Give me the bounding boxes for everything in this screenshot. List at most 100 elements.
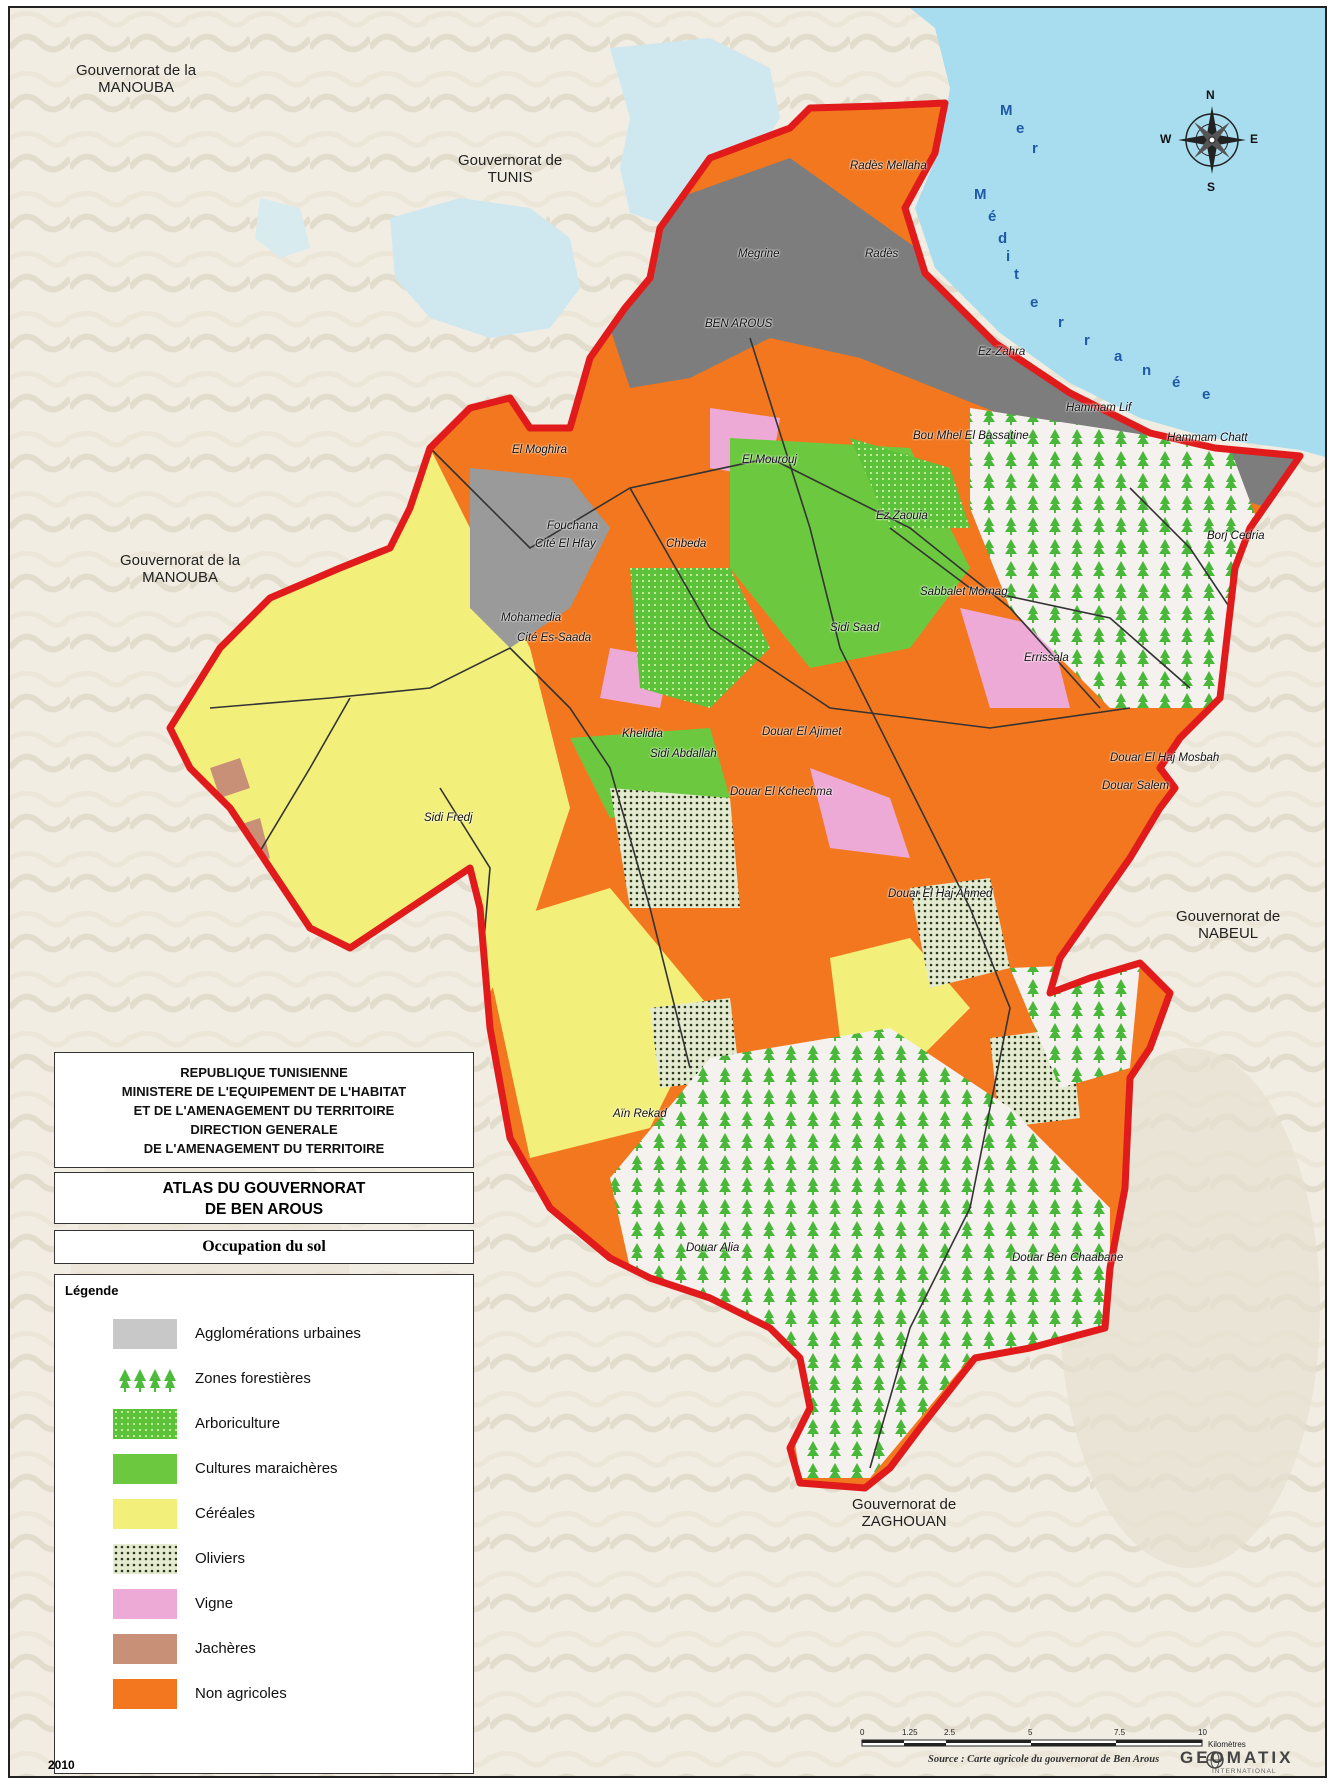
place-label-douar-el-haj-mosbah: Douar El Haj Mosbah	[1110, 752, 1220, 764]
place-label-ez-zaouia: Ez Zaouia	[876, 510, 928, 522]
compass-west-label: W	[1160, 132, 1172, 146]
legend-swatch	[113, 1499, 177, 1529]
legend-label: Vigne	[195, 1595, 234, 1612]
legend-label: Agglomérations urbaines	[195, 1325, 361, 1342]
legend-swatch	[113, 1409, 177, 1439]
place-label-cite-el-hfay: Cité El Hfay	[535, 538, 596, 550]
map-year: 2010	[48, 1758, 75, 1772]
sea-letter: é	[1172, 374, 1183, 391]
place-label-rades: Radès	[865, 248, 899, 260]
sea-letter: é	[988, 208, 999, 225]
legend-swatch	[113, 1634, 177, 1664]
legend-label: Arboriculture	[195, 1415, 281, 1432]
sea-letter: e	[1030, 294, 1041, 311]
place-label-fouchana: Fouchana	[547, 520, 599, 532]
place-label-erissala: Errissala	[1024, 652, 1069, 664]
scale-tick-label: 0	[860, 1728, 865, 1737]
compass-east-label: E	[1250, 132, 1259, 146]
sea-area	[910, 8, 1325, 457]
legend-swatch	[119, 1369, 176, 1392]
ministry-line: DE L'AMENAGEMENT DU TERRITOIRE	[143, 1141, 385, 1156]
place-label-sidi-fredj: Sidi Fredj	[424, 812, 473, 824]
compass-north-label: N	[1206, 88, 1215, 102]
brand-subtitle: INTERNATIONAL	[1212, 1768, 1277, 1775]
map-subject-title: Occupation du sol	[54, 1230, 474, 1264]
place-label-khelidia: Khelidia	[622, 728, 663, 740]
sea-letter: n	[1142, 362, 1154, 379]
sea-letter: r	[1032, 140, 1040, 157]
brand-name: GEOMATIX	[1180, 1748, 1294, 1767]
scale-tick-label: 1.25	[902, 1728, 918, 1737]
place-label-sabbalet-mornag: Sabbalet Mornag	[920, 586, 1008, 598]
ministry-line: REPUBLIQUE TUNISIENNE	[180, 1065, 348, 1080]
place-label-el-moghira: El Moghira	[512, 444, 567, 456]
place-label-douar-ben-chaabane: Douar Ben Chaabane	[1012, 1252, 1124, 1264]
scale-tick-label: 2.5	[944, 1728, 956, 1737]
sea-letter: M	[974, 186, 989, 203]
legend-swatch	[113, 1319, 177, 1349]
place-label-douar-salem: Douar Salem	[1102, 780, 1170, 792]
atlas-title-line: ATLAS DU GOUVERNORAT	[162, 1180, 366, 1197]
legend-label: Jachères	[195, 1640, 256, 1657]
scale-tick-label: 5	[1028, 1728, 1033, 1737]
place-label-megrine: Megrine	[738, 248, 780, 260]
place-label-el-mourouj: El Mourouj	[742, 454, 797, 466]
legend-swatch	[113, 1589, 177, 1619]
place-label-ain-rekad: Aïn Rekad	[613, 1108, 667, 1120]
scale-unit-label: Kilomètres	[1208, 1740, 1246, 1749]
ministry-line: DIRECTION GENERALE	[190, 1122, 338, 1137]
sea-letter: e	[1016, 120, 1027, 137]
scale-bar	[861, 1739, 1203, 1747]
sea-letter: d	[998, 230, 1010, 247]
scale-tick-label: 10	[1198, 1728, 1207, 1737]
legend-label: Cultures maraichères	[195, 1460, 338, 1477]
legend-swatch	[113, 1544, 177, 1574]
place-label-mohamedia: Mohamedia	[501, 612, 562, 624]
place-label-douar-el-haj-ahmed: Douar El Haj Ahmed	[888, 888, 993, 900]
place-label-hammam-chatt: Hammam Chatt	[1167, 432, 1248, 444]
sea-letter: M	[1000, 102, 1015, 119]
legend-label: Oliviers	[195, 1550, 246, 1567]
place-label-douar-el-kchechma: Douar El Kchechma	[730, 786, 833, 798]
place-label-cite-es-saada: Cité Es-Saada	[517, 632, 592, 644]
ministry-line: MINISTERE DE L'EQUIPEMENT DE L'HABITAT	[121, 1084, 407, 1099]
legend-title: Légende	[65, 1283, 119, 1298]
legend-label: Céréales	[195, 1505, 256, 1522]
place-label-ben-arous: BEN AROUS	[705, 318, 773, 330]
scale-tick-label: 7.5	[1114, 1728, 1126, 1737]
place-label-bou-mhel: Bou Mhel El Bassatine	[913, 430, 1029, 442]
legend-label: Zones forestières	[195, 1370, 311, 1387]
sea-letter: r	[1084, 332, 1092, 349]
atlas-title-panel: ATLAS DU GOUVERNORAT DE BEN AROUS	[54, 1172, 474, 1224]
sea-letter: e	[1202, 386, 1213, 403]
ministry-panel: REPUBLIQUE TUNISIENNE MINISTERE DE L'EQU…	[54, 1052, 474, 1168]
lake	[610, 38, 780, 223]
compass-south-label: S	[1207, 180, 1216, 194]
place-label-douar-el-ajimet: Douar El Ajimet	[762, 726, 842, 738]
legend-swatch	[113, 1679, 177, 1709]
sea-letter: i	[1006, 248, 1013, 265]
atlas-title-line: DE BEN AROUS	[204, 1201, 324, 1218]
place-label-chbeda: Chbeda	[666, 538, 707, 550]
place-label-sidi-saad: Sidi Saad	[830, 622, 880, 634]
place-label-ez-zahra: Ez-Zahra	[978, 346, 1026, 358]
ministry-line: ET DE L'AMENAGEMENT DU TERRITOIRE	[133, 1103, 395, 1118]
compass-rose-icon	[1178, 106, 1246, 174]
lake	[255, 198, 310, 258]
geomatix-logo-icon	[1206, 1751, 1224, 1769]
place-label-douar-alia: Douar Alia	[686, 1242, 740, 1254]
lake	[390, 198, 580, 338]
sea-letter: t	[1014, 266, 1021, 283]
legend-label: Non agricoles	[195, 1685, 287, 1702]
place-label-borj-cedria: Borj Cedria	[1207, 530, 1265, 542]
sea-letter: r	[1058, 314, 1066, 331]
place-label-sidi-abdallah: Sidi Abdallah	[650, 748, 717, 760]
place-label-hammam-lif: Hammam Lif	[1066, 402, 1132, 414]
source-note: Source : Carte agricole du gouvernorat d…	[928, 1754, 1160, 1765]
